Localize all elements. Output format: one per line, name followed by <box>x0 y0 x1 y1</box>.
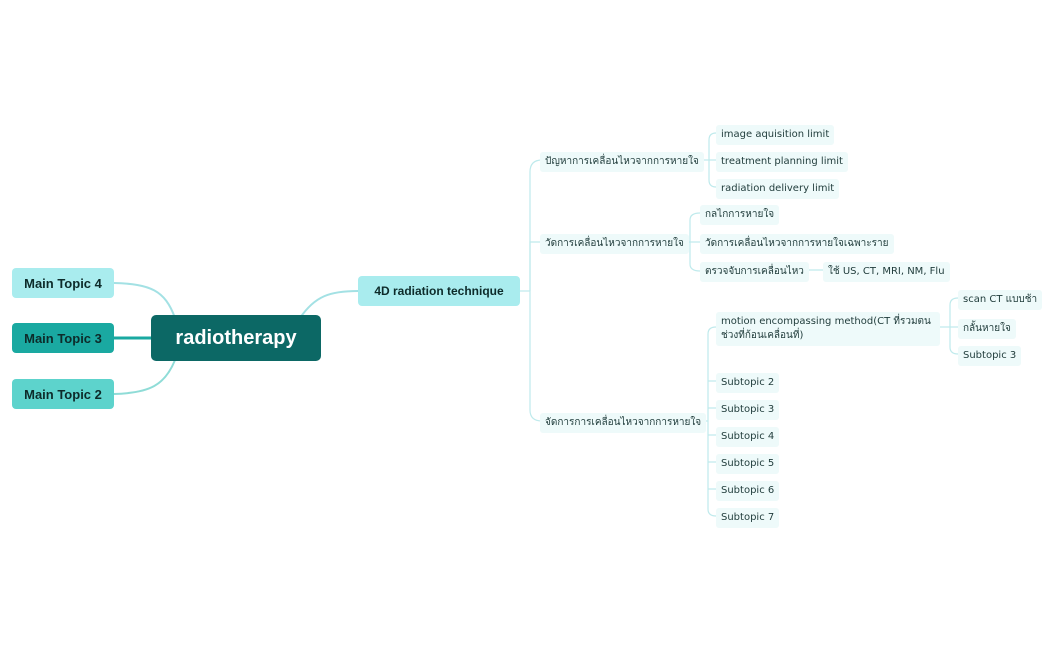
subtopic-slow-ct-scan[interactable]: scan CT แบบช้า <box>958 290 1043 310</box>
branch-manage-breathing-motion[interactable]: จัดการการเคลื่อนไหวจากการหายใจ <box>540 413 707 433</box>
subtopic-5[interactable]: Subtopic 5 <box>716 454 780 474</box>
subtopic-treatment-planning-limit[interactable]: treatment planning limit <box>716 152 848 172</box>
main-topic-2[interactable]: Main Topic 2 <box>12 379 114 409</box>
subtopic-motion-3[interactable]: Subtopic 3 <box>958 346 1022 366</box>
subtopic-motion-encompassing-method[interactable]: motion encompassing method(CT ที่รวมตนช่… <box>716 312 940 346</box>
subtopic-6[interactable]: Subtopic 6 <box>716 481 780 501</box>
subtopic-breathing-mechanism[interactable]: กลไกการหายใจ <box>700 205 780 225</box>
subtopic-image-acquisition-limit[interactable]: image aquisition limit <box>716 125 835 145</box>
main-topic-4[interactable]: Main Topic 4 <box>12 268 114 298</box>
subtopic-3[interactable]: Subtopic 3 <box>716 400 780 420</box>
subtopic-7[interactable]: Subtopic 7 <box>716 508 780 528</box>
main-topic-3[interactable]: Main Topic 3 <box>12 323 114 353</box>
subtopic-radiation-delivery-limit[interactable]: radiation delivery limit <box>716 179 840 199</box>
subtopic-motion-detection[interactable]: ตรวจจับการเคลื่อนไหว <box>700 262 809 282</box>
subtopic-2[interactable]: Subtopic 2 <box>716 373 780 393</box>
main-topic-4d-radiation[interactable]: 4D radiation technique <box>358 276 520 306</box>
subtopic-4[interactable]: Subtopic 4 <box>716 427 780 447</box>
branch-measure-breathing-motion[interactable]: วัดการเคลื่อนไหวจากการหายใจ <box>540 234 689 254</box>
subtopic-detection-modalities[interactable]: ใช้ US, CT, MRI, NM, Flu <box>823 262 950 282</box>
branch-breathing-motion-problem[interactable]: ปัญหาการเคลื่อนไหวจากการหายใจ <box>540 152 704 172</box>
subtopic-breath-hold[interactable]: กลั้นหายใจ <box>958 319 1016 339</box>
central-topic[interactable]: radiotherapy <box>151 315 321 361</box>
subtopic-individual-measurement[interactable]: วัดการเคลื่อนไหวจากการหายใจเฉพาะราย <box>700 234 894 254</box>
